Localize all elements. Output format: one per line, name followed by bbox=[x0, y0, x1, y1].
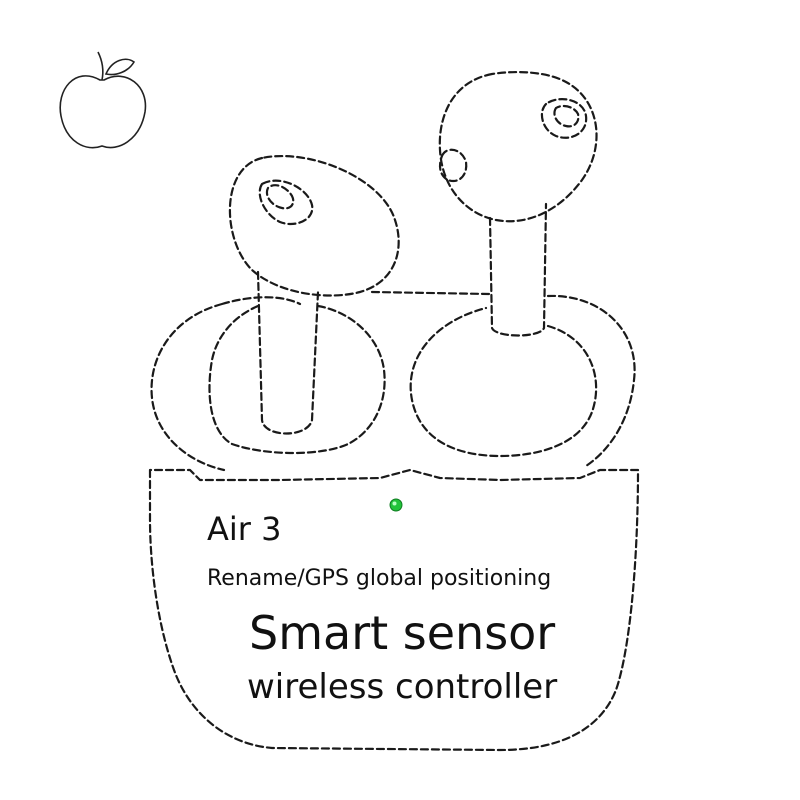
model-name: Air 3 bbox=[207, 510, 282, 548]
left-earbud-head bbox=[228, 154, 400, 297]
subline-text: wireless controller bbox=[247, 667, 558, 707]
status-led-icon bbox=[389, 498, 403, 512]
charging-case bbox=[148, 468, 640, 752]
right-earbud-stem bbox=[488, 202, 548, 337]
left-earbud-stem bbox=[256, 270, 320, 435]
right-earbud-head bbox=[438, 70, 598, 223]
left-earbud-sensor bbox=[258, 179, 314, 226]
headline-text: Smart sensor bbox=[249, 606, 556, 660]
right-earbud-sensor bbox=[540, 98, 588, 139]
feature-text: Rename/GPS global positioning bbox=[207, 566, 552, 591]
right-cradle bbox=[409, 294, 636, 468]
left-cradle bbox=[150, 296, 386, 472]
apple-logo-icon bbox=[59, 51, 147, 149]
